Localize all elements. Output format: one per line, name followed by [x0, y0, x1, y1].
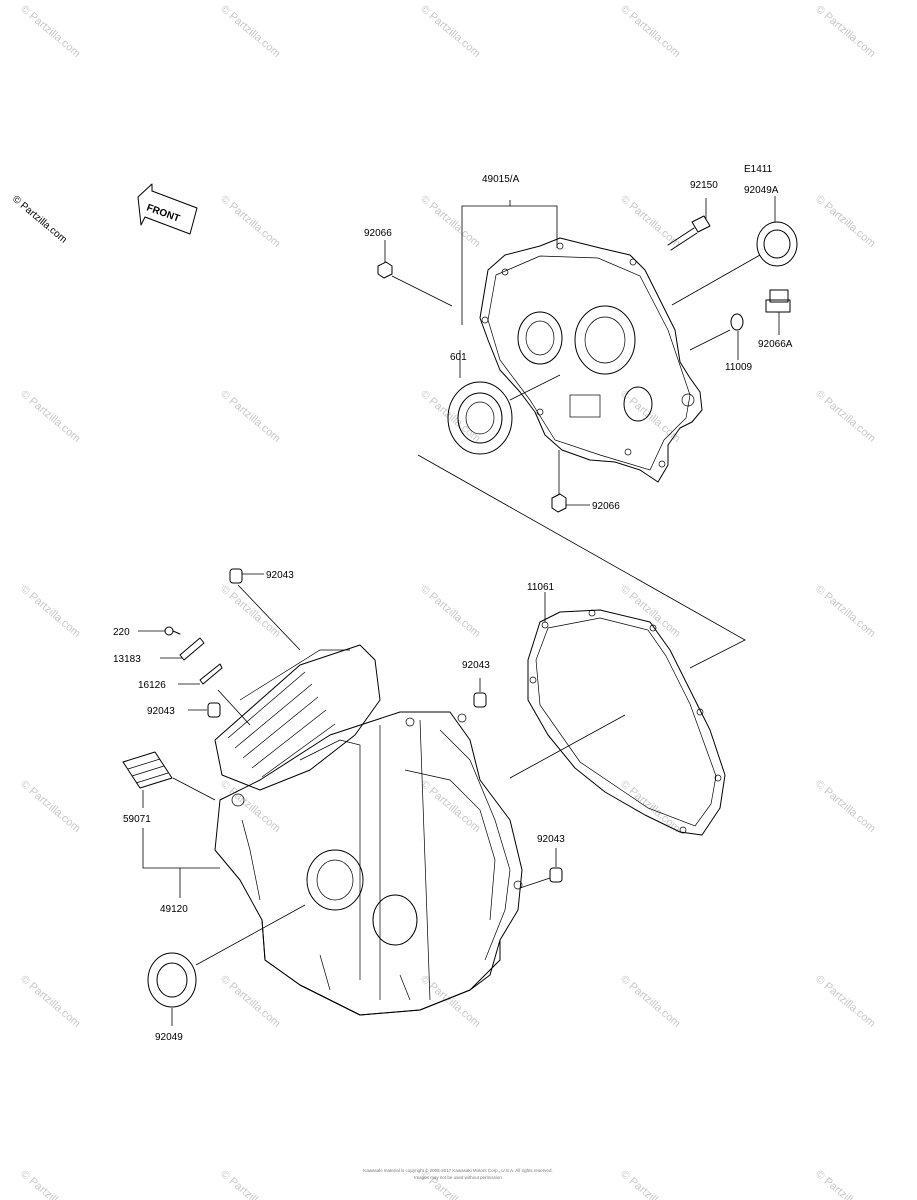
watermark-text: © Partzilla.com — [813, 1168, 877, 1200]
copyright-footer-line2: Images may not be used without permissio… — [414, 1175, 502, 1180]
watermark-text: © Partzilla.com — [813, 388, 877, 445]
callout-92066a: 92066A — [758, 339, 793, 350]
oil-seal-92049[interactable] — [147, 952, 197, 1008]
watermark-text: © Partzilla.com — [813, 778, 877, 835]
callout-92066-bottom: 92066 — [592, 501, 620, 512]
watermark-text: © Partzilla.com — [18, 583, 82, 640]
bolt-220[interactable] — [164, 626, 181, 636]
callout-49120: 49120 — [160, 904, 188, 915]
callout-e1411: E1411 — [744, 164, 773, 175]
dowel-pin-92043-left[interactable] — [207, 702, 221, 718]
crankcase-49120[interactable] — [214, 644, 523, 1016]
plate-13183[interactable] — [179, 637, 205, 661]
nut-92066-top[interactable] — [377, 261, 393, 279]
watermark-text: © Partzilla.com — [618, 973, 682, 1030]
bolt-92150[interactable] — [667, 215, 711, 251]
watermark-text: © Partzilla.com — [618, 583, 682, 640]
callout-92043-left: 92043 — [147, 706, 175, 717]
front-arrow-label: FRONT — [145, 202, 181, 224]
watermark-text: © Partzilla.com — [618, 3, 682, 60]
callout-92049: 92049 — [155, 1032, 183, 1043]
watermark-text: © Partzilla.com — [18, 388, 82, 445]
callout-601: 601 — [450, 352, 467, 363]
watermark-text: © Partzilla.com — [813, 193, 877, 250]
watermark-text: © Partzilla.com — [18, 1168, 82, 1200]
watermark-text: © Partzilla.com — [618, 778, 682, 835]
callout-92043-right: 92043 — [537, 834, 565, 845]
watermark-text: © Partzilla.com — [418, 193, 482, 250]
nut-92066-bottom[interactable] — [551, 493, 567, 513]
callout-16126: 16126 — [138, 680, 166, 691]
filter-59071[interactable] — [122, 751, 173, 789]
watermark-text: © Partzilla.com — [218, 1168, 282, 1200]
watermark-text: © Partzilla.com — [218, 193, 282, 250]
o-ring-11009[interactable] — [730, 313, 744, 331]
ball-bearing-601[interactable] — [447, 381, 513, 455]
watermark-text: © Partzilla.com — [218, 583, 282, 640]
watermark-text: © Partzilla.com — [18, 973, 82, 1030]
callout-92049a: 92049A — [744, 185, 779, 196]
callout-13183: 13183 — [113, 654, 141, 665]
callout-49015a: 49015/A — [482, 174, 520, 185]
watermark-text: © Partzilla.com — [813, 583, 877, 640]
watermark-text: © Partzilla.com — [418, 388, 482, 445]
watermark-text: © Partzilla.com — [18, 3, 82, 60]
callout-92043-top: 92043 — [266, 570, 294, 581]
copyright-footer-line1: Kawasaki material is copyright © 2005-20… — [363, 1167, 552, 1173]
dowel-pin-92043-right[interactable] — [549, 867, 563, 883]
callout-220: 220 — [113, 627, 130, 638]
gasket-11061[interactable] — [527, 609, 726, 836]
watermark-text: © Partzilla.com — [418, 778, 482, 835]
crankcase-cover-49015a[interactable] — [479, 237, 703, 483]
watermark-text: © Partzilla.com — [813, 973, 877, 1030]
callout-11061: 11061 — [527, 582, 555, 593]
callout-59071: 59071 — [123, 814, 151, 825]
plug-92066a[interactable] — [765, 289, 791, 313]
watermark-text: © Partzilla.com — [418, 973, 482, 1030]
oil-seal-92049a[interactable] — [756, 221, 798, 267]
callout-92066-top: 92066 — [364, 228, 392, 239]
watermark-layer: © Partzilla.com © Partzilla.com © Partzill… — [18, 3, 877, 1200]
watermark-text: © Partzilla.com — [418, 583, 482, 640]
watermark-text: © Partzilla.com — [218, 388, 282, 445]
watermark-text: © Partzilla.com — [18, 778, 82, 835]
callout-92043-mid: 92043 — [462, 660, 490, 671]
watermark-text: © Partzilla.com — [813, 3, 877, 60]
dowel-pin-92043-mid[interactable] — [473, 692, 487, 708]
watermark-text: © Partzilla.com — [218, 3, 282, 60]
side-copyright-watermark: © Partzilla.com — [10, 194, 69, 246]
watermark-text: © Partzilla.com — [618, 1168, 682, 1200]
dowel-pin-92043-top[interactable] — [229, 568, 243, 584]
plate-16126[interactable] — [199, 663, 223, 685]
watermark-text: © Partzilla.com — [418, 3, 482, 60]
callout-92150: 92150 — [690, 180, 718, 191]
watermark-text: © Partzilla.com — [218, 973, 282, 1030]
callout-11009: 11009 — [725, 362, 753, 373]
front-direction-arrow: FRONT — [137, 183, 198, 235]
